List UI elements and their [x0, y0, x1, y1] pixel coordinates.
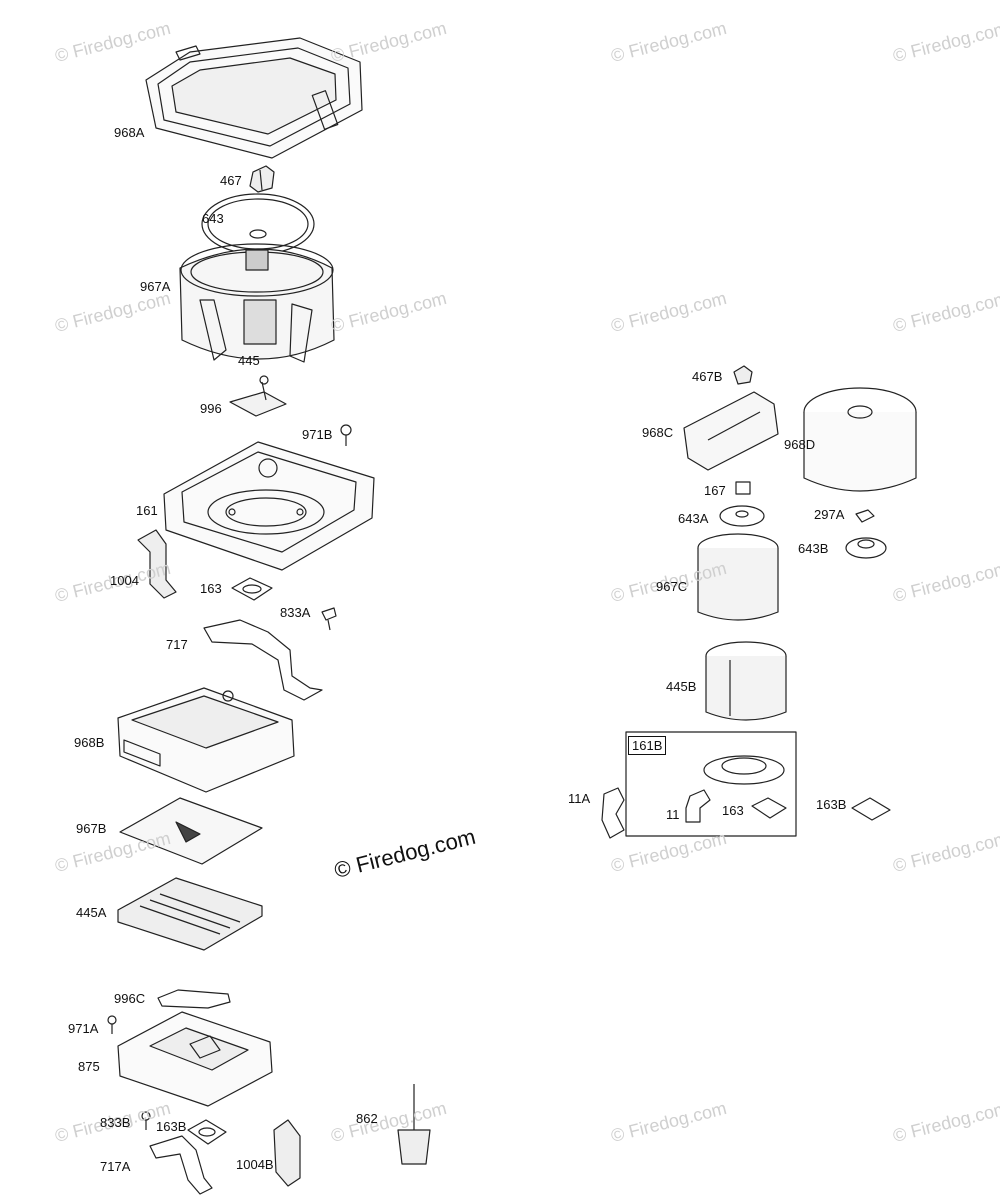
part-label-996: 996 — [200, 401, 222, 416]
part-968C-cover — [684, 392, 778, 470]
part-996-gasket — [230, 376, 286, 416]
part-label-875: 875 — [78, 1059, 100, 1074]
part-297A-nut — [856, 510, 874, 522]
part-467-nut — [250, 166, 274, 192]
part-label-643: 643 — [202, 211, 224, 226]
part-875-base — [118, 1012, 272, 1106]
part-label-445A: 445A — [76, 905, 107, 920]
part-label-1004B: 1004B — [236, 1157, 274, 1172]
part-968B-cover — [118, 688, 294, 792]
part-label-161: 161 — [136, 503, 158, 518]
part-161-base — [164, 442, 374, 570]
part-11A-hose — [602, 788, 624, 838]
part-label-445: 445 — [238, 353, 260, 368]
part-163-gasket-right — [752, 798, 786, 818]
part-717-bracket — [204, 620, 322, 700]
part-label-717: 717 — [166, 637, 188, 652]
part-label-968D: 968D — [784, 437, 816, 452]
part-467B-nut — [734, 366, 752, 384]
part-163B-gasket-left — [188, 1120, 226, 1144]
part-167-fitting — [736, 482, 750, 494]
part-163-gasket — [232, 578, 272, 600]
part-163B-gasket-right — [852, 798, 890, 820]
part-967B-precleaner — [120, 798, 262, 864]
part-label-968A: 968A — [114, 125, 145, 140]
part-label-467: 467 — [220, 173, 242, 188]
part-11-elbow — [686, 790, 710, 822]
part-971B-screw — [341, 425, 351, 446]
part-643A-plate — [720, 506, 764, 526]
part-label-643B: 643B — [798, 541, 829, 556]
part-1004-tube — [138, 530, 176, 598]
part-label-968C: 968C — [642, 425, 674, 440]
part-label-717A: 717A — [100, 1159, 131, 1174]
part-label-967A: 967A — [140, 279, 171, 294]
part-971A-screw — [108, 1016, 116, 1034]
part-label-967C: 967C — [656, 579, 688, 594]
part-967A-precleaner — [180, 244, 334, 362]
part-label-833B: 833B — [100, 1115, 131, 1130]
part-label-971A: 971A — [68, 1021, 99, 1036]
part-label-297A: 297A — [814, 507, 845, 522]
part-label-996C: 996C — [114, 991, 146, 1006]
part-label-163-kit: 163 — [722, 803, 744, 818]
part-1004B-tube — [274, 1120, 300, 1186]
part-label-163B-right: 163B — [816, 797, 847, 812]
part-label-968B: 968B — [74, 735, 105, 750]
kit-161B-box — [626, 732, 796, 836]
part-445A-filter — [118, 878, 262, 950]
part-833A-screw — [322, 608, 336, 630]
part-label-971B: 971B — [302, 427, 333, 442]
part-label-163: 163 — [200, 581, 222, 596]
part-161B-base — [704, 756, 784, 784]
part-862-stud — [398, 1084, 430, 1164]
part-label-11A: 11A — [568, 791, 591, 806]
part-968A-cover — [146, 38, 362, 158]
part-label-862: 862 — [356, 1111, 378, 1126]
part-445B-filter — [706, 642, 786, 720]
part-643B-plate — [846, 538, 886, 558]
part-label-643A: 643A — [678, 511, 709, 526]
part-label-167: 167 — [704, 483, 726, 498]
part-label-163B: 163B — [156, 1119, 187, 1134]
part-label-445B: 445B — [666, 679, 697, 694]
part-label-467B: 467B — [692, 369, 723, 384]
kit-box-label: 161B — [628, 736, 667, 755]
part-996C-gasket — [158, 990, 230, 1008]
part-label-967B: 967B — [76, 821, 107, 836]
part-833B-screw — [142, 1112, 150, 1130]
part-label-1004: 1004 — [110, 573, 139, 588]
part-717A-bracket — [150, 1136, 212, 1194]
part-967C-sleeve — [698, 534, 778, 620]
part-label-11: 11 — [666, 807, 680, 822]
part-968D-canister — [804, 388, 916, 491]
part-label-833A: 833A — [280, 605, 311, 620]
